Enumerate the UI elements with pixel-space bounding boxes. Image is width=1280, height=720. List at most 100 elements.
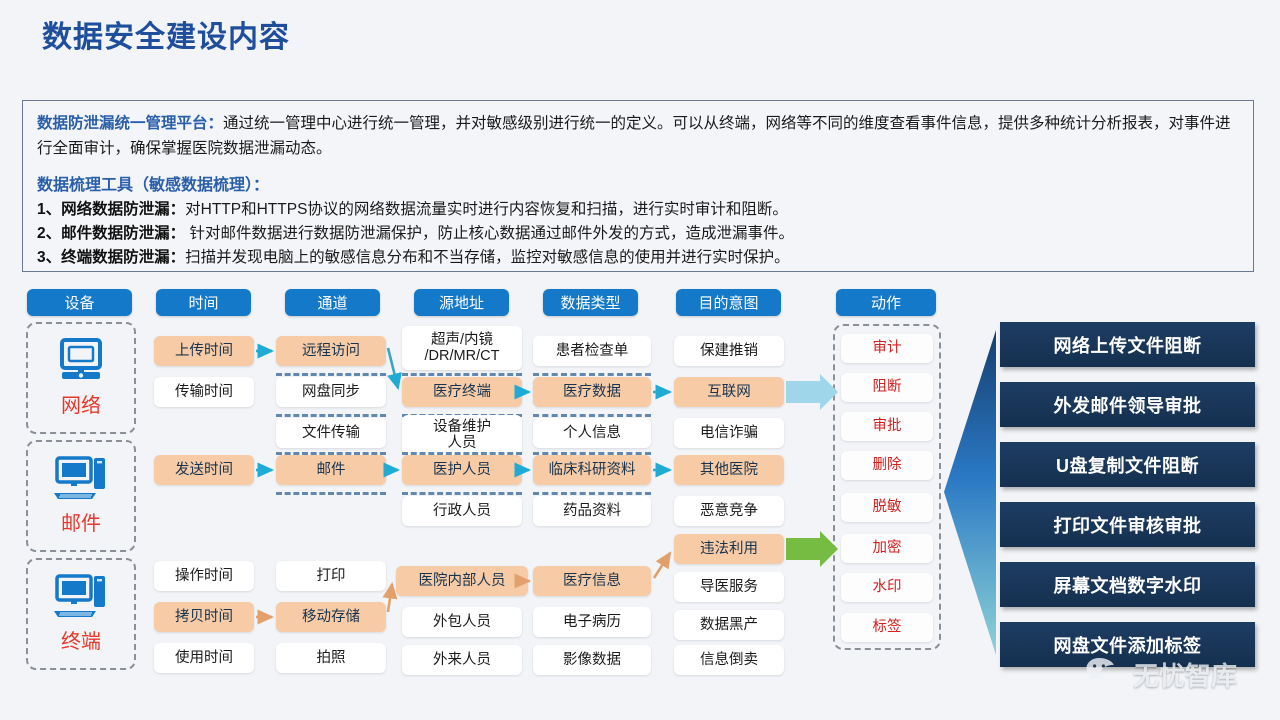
intent-cell-4[interactable]: 恶意竞争	[674, 496, 784, 526]
action-cell-3[interactable]: 删除	[841, 451, 933, 480]
list-item: 2、邮件数据防泄漏： 针对邮件数据进行数据防泄漏保护，防止核心数据通过邮件外发的…	[37, 222, 1241, 246]
datatype-cell-6[interactable]: 电子病历	[533, 607, 651, 637]
source-cell-5[interactable]: 医院内部人员	[396, 566, 528, 596]
action-cell-6[interactable]: 水印	[841, 573, 933, 602]
source-cell-6[interactable]: 外包人员	[402, 607, 522, 637]
datatype-separator-0	[533, 373, 651, 376]
action-cell-5[interactable]: 加密	[841, 534, 933, 563]
time-cell-0[interactable]: 上传时间	[154, 336, 254, 366]
channel-cell-0[interactable]: 远程访问	[276, 336, 386, 366]
source-cell-7[interactable]: 外来人员	[402, 645, 522, 675]
list-item-text: 扫描并发现电脑上的敏感信息分布和不当存储，监控对敏感信息的使用并进行实时保护。	[185, 249, 790, 266]
device-label-email: 邮件	[61, 513, 101, 535]
action-cell-7[interactable]: 标签	[841, 613, 933, 642]
source-cell-0-label: 超声/内镜 /DR/MR/CT	[424, 332, 500, 364]
list-item: 3、终端数据防泄漏：扫描并发现电脑上的敏感信息分布和不当存储，监控对敏感信息的使…	[37, 246, 1241, 270]
intent-cell-6[interactable]: 导医服务	[674, 572, 784, 602]
time-cell-5[interactable]: 使用时间	[154, 643, 254, 673]
description-box: 数据防泄漏统一管理平台：通过统一管理中心进行统一管理，并对敏感级别进行统一的定义…	[22, 100, 1254, 272]
channel-cell-1[interactable]: 网盘同步	[276, 377, 386, 407]
description-paragraph-1: 数据防泄漏统一管理平台：通过统一管理中心进行统一管理，并对敏感级别进行统一的定义…	[37, 111, 1241, 161]
description-heading-2: 数据梳理工具（敏感数据梳理）：	[37, 177, 270, 194]
outcome-panel-5[interactable]: 网盘文件添加标签	[1000, 622, 1255, 667]
list-item-title: 网络数据防泄漏：	[61, 201, 186, 218]
desktop-icon	[52, 456, 110, 505]
device-cell-email[interactable]: 邮件	[26, 448, 136, 544]
time-cell-4[interactable]: 拷贝时间	[154, 602, 254, 632]
datatype-cell-0[interactable]: 患者检查单	[533, 336, 651, 366]
device-group-terminal[interactable]	[26, 558, 136, 670]
source-cell-3[interactable]: 医护人员	[402, 455, 522, 485]
action-cell-0[interactable]: 审计	[841, 334, 933, 363]
device-group-email[interactable]	[26, 440, 136, 552]
source-cell-2[interactable]: 设备维护 人员	[402, 415, 522, 455]
channel-cell-2[interactable]: 文件传输	[276, 418, 386, 448]
column-header-device[interactable]: 设备	[27, 289, 132, 316]
datatype-cell-7[interactable]: 影像数据	[533, 645, 651, 675]
channel-cell-6[interactable]: 拍照	[276, 643, 386, 673]
source-cell-0[interactable]: 超声/内镜 /DR/MR/CT	[402, 326, 522, 370]
datatype-cell-2[interactable]: 个人信息	[533, 418, 651, 448]
monitor-icon	[54, 338, 108, 387]
intent-cell-1[interactable]: 互联网	[674, 377, 784, 407]
time-cell-2[interactable]: 发送时间	[154, 455, 254, 485]
time-cell-1[interactable]: 传输时间	[154, 377, 254, 407]
list-item-number: 2、	[37, 225, 62, 242]
device-label-network: 网络	[61, 395, 101, 417]
action-cell-2[interactable]: 审批	[841, 412, 933, 441]
device-group-network[interactable]	[26, 322, 136, 434]
channel-cell-3[interactable]: 邮件	[276, 455, 386, 485]
channel-cell-4[interactable]: 打印	[276, 561, 386, 591]
datatype-separator-3	[533, 492, 651, 495]
intent-cell-3[interactable]: 其他医院	[674, 455, 784, 485]
datatype-cell-4[interactable]: 药品资料	[533, 496, 651, 526]
channel-cell-5[interactable]: 移动存储	[276, 602, 386, 632]
datatype-cell-1[interactable]: 医疗数据	[533, 377, 651, 407]
column-header-action[interactable]: 动作	[836, 289, 936, 316]
intent-cell-8[interactable]: 信息倒卖	[674, 645, 784, 675]
description-heading-1: 数据防泄漏统一管理平台：	[37, 115, 224, 132]
watermark: 无忧智库	[1085, 655, 1237, 694]
device-cell-terminal[interactable]: 终端	[26, 566, 136, 662]
datatype-cell-3[interactable]: 临床科研资料	[533, 455, 651, 485]
device-label-terminal: 终端	[61, 631, 101, 653]
source-cell-4[interactable]: 行政人员	[402, 496, 522, 526]
column-header-intent[interactable]: 目的意图	[676, 289, 781, 316]
source-separator-2	[402, 452, 522, 455]
outcome-panel-2[interactable]: U盘复制文件阻断	[1000, 442, 1255, 487]
datatype-separator-1	[533, 414, 651, 417]
column-header-time[interactable]: 时间	[156, 289, 251, 316]
intent-cell-2[interactable]: 电信诈骗	[674, 418, 784, 448]
action-cell-4[interactable]: 脱敏	[841, 493, 933, 522]
column-header-datatype[interactable]: 数据类型	[543, 289, 638, 316]
source-cell-1[interactable]: 医疗终端	[402, 377, 522, 407]
source-separator-0	[402, 373, 522, 376]
time-cell-3[interactable]: 操作时间	[154, 561, 254, 591]
outcome-panel-4[interactable]: 屏幕文档数字水印	[1000, 562, 1255, 607]
page-title: 数据安全建设内容	[42, 21, 290, 54]
column-header-channel[interactable]: 通道	[285, 289, 380, 316]
column-header-source[interactable]: 源地址	[414, 289, 509, 316]
action-cell-1[interactable]: 阻断	[841, 373, 933, 402]
description-paragraph-2: 数据梳理工具（敏感数据梳理）： 1、网络数据防泄漏：对HTTP和HTTPS协议的…	[37, 173, 1241, 270]
description-body-1: 通过统一管理中心进行统一管理，并对敏感级别进行统一的定义。可以从终端，网络等不同…	[37, 115, 1231, 157]
intent-cell-7[interactable]: 数据黑产	[674, 610, 784, 640]
list-item-number: 1、	[37, 201, 62, 218]
intent-cell-5[interactable]: 违法利用	[674, 534, 784, 564]
desktop-icon	[52, 574, 110, 623]
outcome-panel-3[interactable]: 打印文件审核审批	[1000, 502, 1255, 547]
outcome-panel-0[interactable]: 网络上传文件阻断	[1000, 322, 1255, 367]
list-item-title: 邮件数据防泄漏：	[61, 225, 186, 242]
channel-separator-1	[276, 414, 386, 417]
watermark-text: 无忧智库	[1133, 661, 1238, 691]
device-cell-network[interactable]: 网络	[26, 330, 136, 426]
outcome-panel-1[interactable]: 外发邮件领导审批	[1000, 382, 1255, 427]
list-item: 1、网络数据防泄漏：对HTTP和HTTPS协议的网络数据流量实时进行内容恢复和扫…	[37, 198, 1241, 222]
channel-separator-0	[276, 373, 386, 376]
intent-cell-0[interactable]: 保建推销	[674, 336, 784, 366]
list-item-number: 3、	[37, 249, 62, 266]
datatype-cell-5[interactable]: 医疗信息	[533, 566, 651, 596]
datatype-separator-2	[533, 452, 651, 455]
action-group	[833, 324, 941, 650]
